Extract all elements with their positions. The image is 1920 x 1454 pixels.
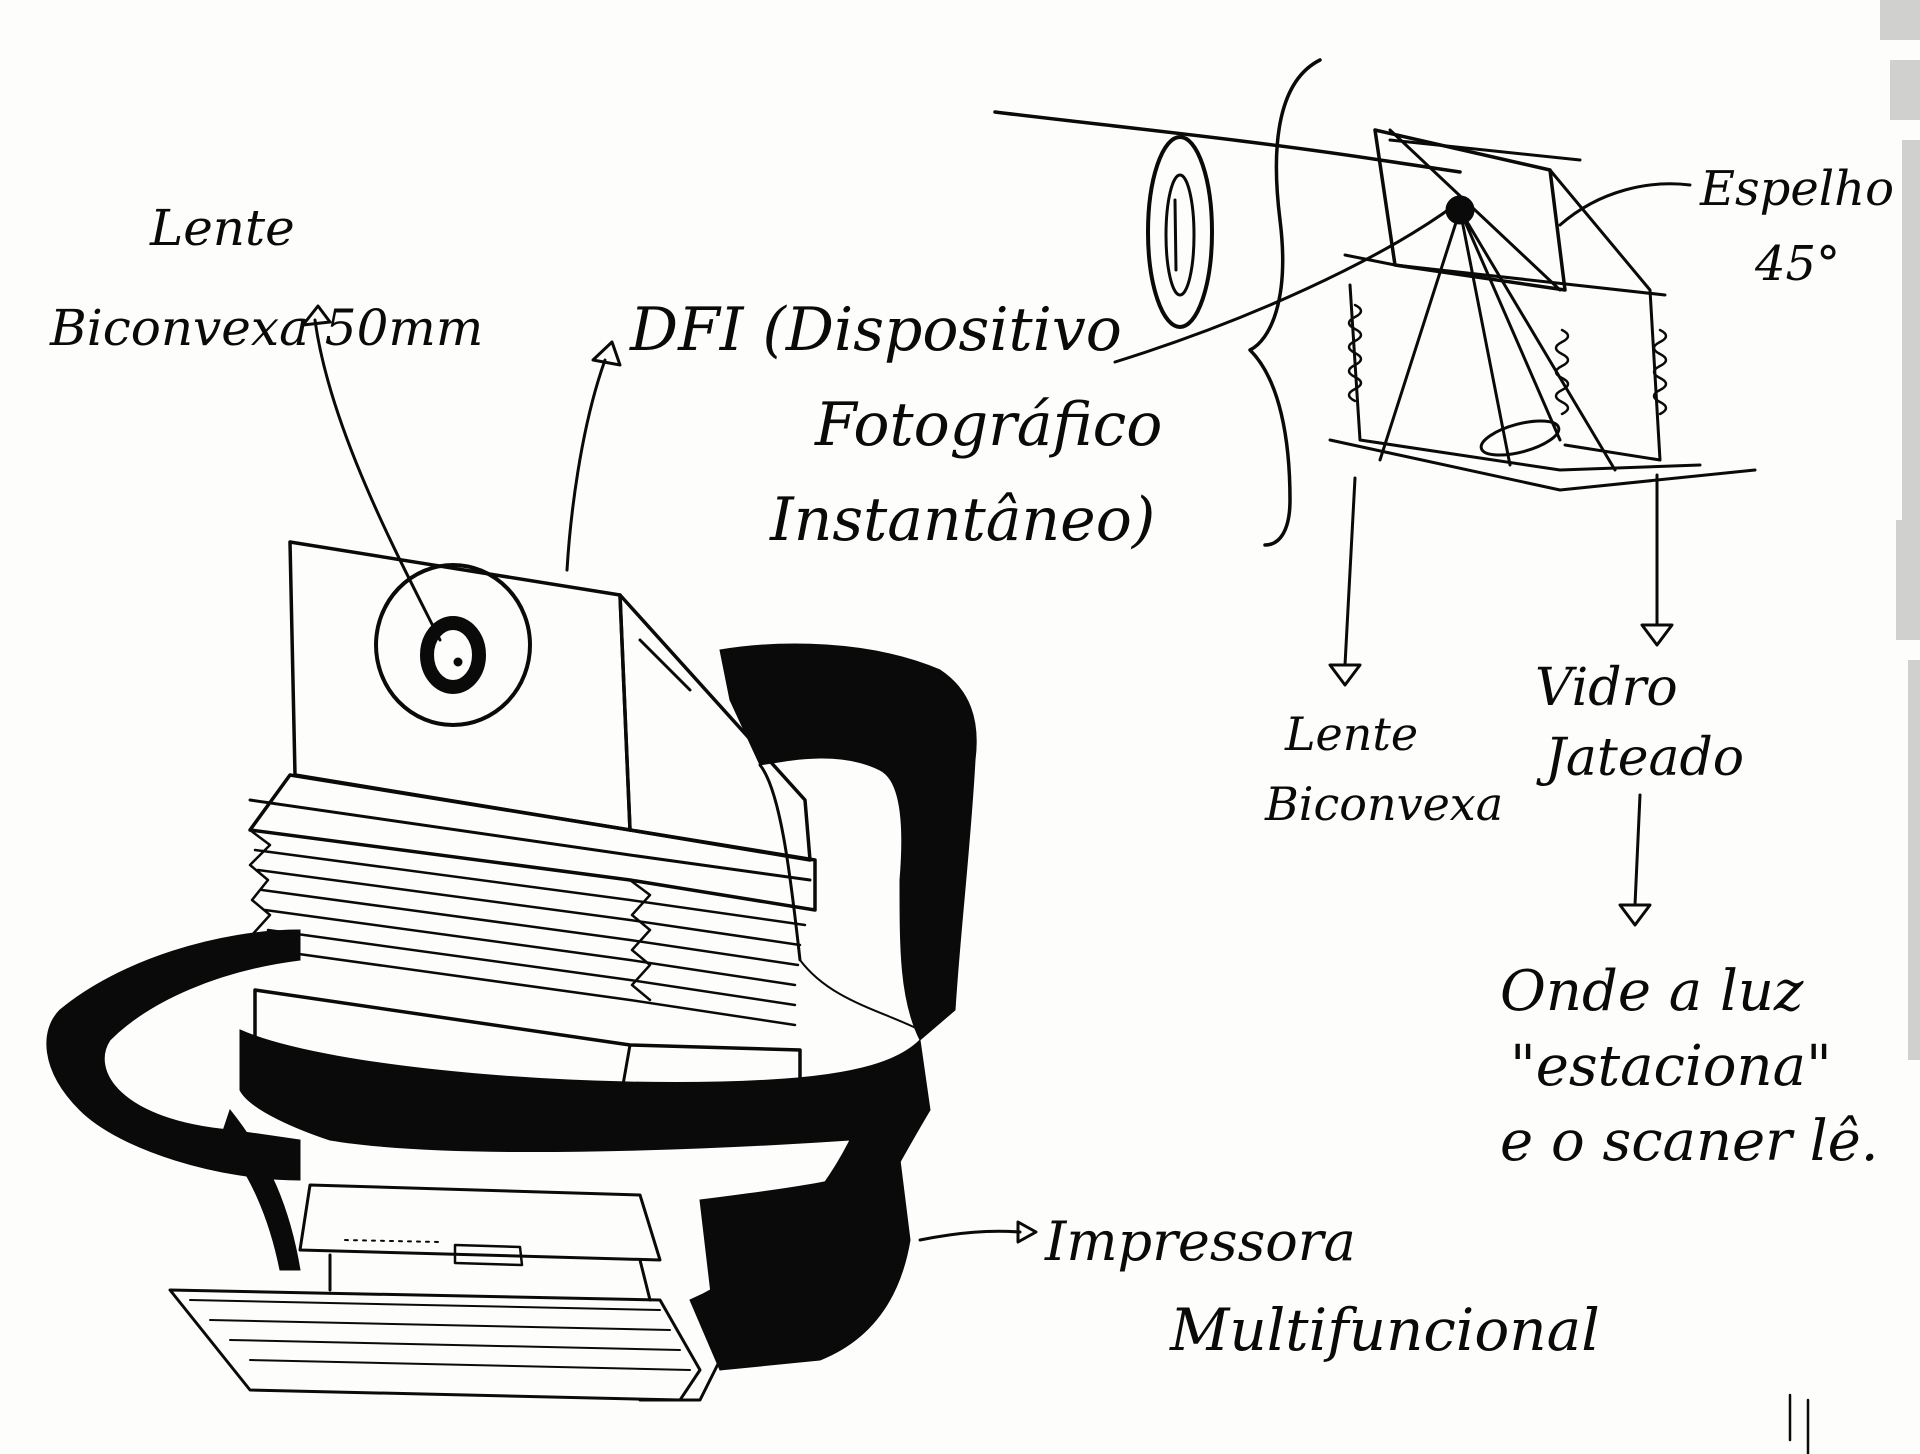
label-light-line1: Onde a luz: [1500, 959, 1804, 1024]
leader-light: [1618, 793, 1652, 927]
leader-lens-detail: [1328, 476, 1362, 687]
label-glass-line2: Jateado: [1536, 728, 1744, 788]
mount-handle: [719, 643, 977, 1041]
leader-dfi: [565, 340, 622, 572]
scan-noise-edge: [1880, 0, 1920, 1060]
label-light-line3: e o scaner lê.: [1500, 1109, 1879, 1174]
label-dfi-line3: Instantâneo): [769, 485, 1155, 555]
label-lens-main-line1: Lente: [149, 199, 295, 257]
label-printer-line1: Impressora: [1044, 1210, 1356, 1273]
label-light-line2: "estaciona": [1510, 1034, 1832, 1099]
lens-main: [374, 563, 532, 727]
stray-marks: [1788, 1393, 1810, 1454]
bellows: [248, 773, 817, 1147]
label-printer-line2: Multifuncional: [1169, 1296, 1600, 1364]
label-glass-line1: Vidro: [1535, 658, 1678, 718]
label-mirror-line2: 45°: [1754, 236, 1840, 292]
optical-path-diagram: [993, 58, 1757, 547]
label-dfi-line2: Fotográfico: [814, 390, 1162, 460]
label-lens-main-line2: Biconvexa 50mm: [49, 299, 483, 357]
leader-lens-main: [301, 304, 442, 642]
label-lens-detail-line1: Lente: [1284, 707, 1418, 761]
label-lens-detail-line2: Biconvexa: [1264, 777, 1503, 831]
leader-glass: [1640, 473, 1674, 647]
label-dfi-line1: DFI (Dispositivo: [629, 295, 1122, 365]
label-mirror-line1: Espelho: [1699, 161, 1894, 217]
leader-printer: [918, 1220, 1038, 1244]
leader-mirror: [1558, 182, 1692, 227]
printer-body: [46, 929, 931, 1402]
